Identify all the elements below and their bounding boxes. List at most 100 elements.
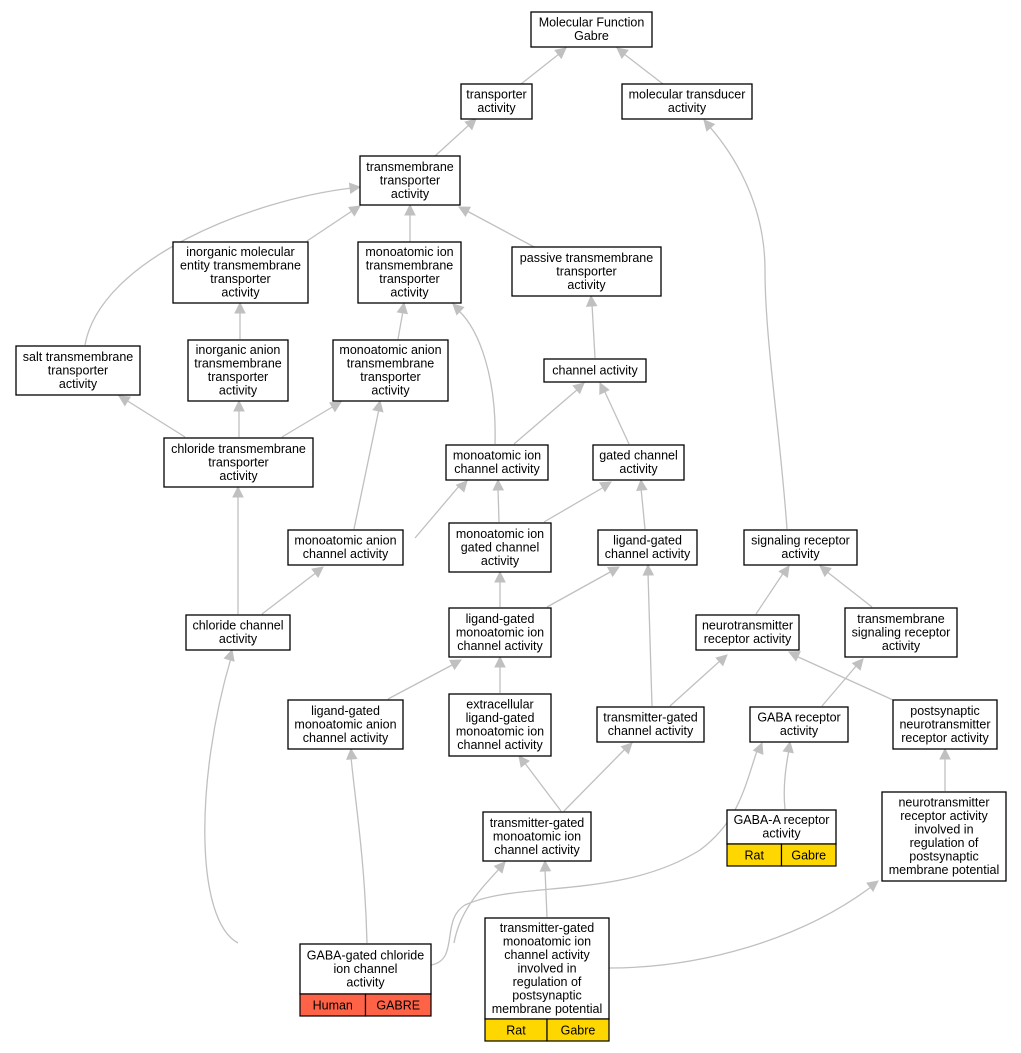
node-label-line: inorganic molecular bbox=[186, 245, 294, 259]
node-label-line: channel activity bbox=[605, 547, 691, 561]
node-label-line: transporter bbox=[210, 272, 270, 286]
arrowhead-icon bbox=[348, 205, 361, 217]
node-label-line: activity bbox=[762, 827, 801, 841]
arrowhead-icon bbox=[455, 480, 468, 493]
node-label-line: chloride transmembrane bbox=[171, 442, 306, 456]
node-label-line: transmembrane bbox=[366, 160, 454, 174]
node-box bbox=[543, 358, 647, 383]
node-label-line: channel activity bbox=[457, 639, 543, 653]
edge-connector bbox=[787, 651, 894, 701]
edge-line bbox=[125, 399, 186, 438]
arrowhead-icon bbox=[311, 566, 324, 579]
edge-line bbox=[825, 570, 873, 608]
node-box bbox=[287, 699, 404, 750]
arrowhead-icon bbox=[404, 203, 416, 216]
edge-connector bbox=[669, 654, 728, 707]
node-label-line: transmitter-gated bbox=[603, 711, 698, 725]
node-label-line: transmembrane bbox=[194, 357, 282, 371]
arrowhead-icon bbox=[866, 880, 879, 892]
node-box bbox=[511, 246, 662, 297]
arrowhead-icon bbox=[234, 301, 246, 314]
arrowhead-icon bbox=[778, 565, 790, 578]
edge-line bbox=[669, 659, 722, 707]
node-label-line: GABA-gated chloride bbox=[307, 948, 424, 962]
node-label-line: transmitter-gated bbox=[490, 816, 585, 830]
node-label-line: activity bbox=[481, 554, 520, 568]
node-box bbox=[448, 522, 552, 573]
node-box bbox=[596, 706, 705, 743]
arrowhead-icon bbox=[449, 659, 462, 671]
go-term-node-chloridetmt[interactable]: chloride transmembranetransporteractivit… bbox=[163, 437, 314, 488]
node-label-line: transmembrane bbox=[347, 357, 435, 371]
node-label-line: GABA receptor bbox=[757, 711, 840, 725]
edge-connector bbox=[703, 119, 788, 530]
arrowhead-icon bbox=[939, 747, 951, 760]
edge-connector bbox=[306, 205, 361, 242]
node-label-line: receptor activity bbox=[900, 809, 988, 823]
edge-connector bbox=[642, 563, 655, 707]
arrowhead-icon bbox=[458, 206, 471, 218]
node-box bbox=[287, 529, 404, 566]
edge-line bbox=[563, 747, 627, 812]
arrowhead-icon bbox=[452, 303, 465, 316]
node-label-line: activity bbox=[59, 377, 98, 391]
node-box bbox=[172, 241, 309, 304]
arrowhead-icon bbox=[715, 654, 728, 667]
node-box bbox=[359, 155, 461, 206]
arrowhead-icon bbox=[616, 47, 629, 60]
edge-line bbox=[84, 187, 353, 346]
node-label-line: channel activity bbox=[494, 843, 580, 857]
node-label-line: transmembrane bbox=[366, 259, 454, 273]
node-label-line: channel activity bbox=[303, 731, 389, 745]
node-label-line: channel activity bbox=[454, 462, 540, 476]
node-label-line: transporter bbox=[466, 88, 526, 102]
gene-label: Gabre bbox=[791, 849, 826, 863]
node-label-line: postsynaptic bbox=[909, 850, 978, 864]
node-label-line: activity bbox=[477, 101, 516, 115]
arrowhead-icon bbox=[752, 741, 764, 755]
node-box bbox=[460, 83, 533, 120]
node-label-line: channel activity bbox=[457, 738, 543, 752]
go-term-node-channel[interactable]: channel activity bbox=[543, 358, 647, 383]
edge-connector bbox=[513, 382, 585, 445]
go-term-node-monoion[interactable]: monoatomic iontransmembranetransporterac… bbox=[357, 241, 462, 304]
edge-connector bbox=[494, 570, 506, 607]
go-term-node-monoanion[interactable]: monoatomic aniontransmembranetransporter… bbox=[332, 339, 449, 402]
edge-connector bbox=[821, 658, 864, 707]
node-label-line: gated channel bbox=[599, 449, 678, 463]
species-label: Human bbox=[313, 999, 353, 1013]
node-box bbox=[749, 706, 849, 743]
node-box bbox=[185, 614, 291, 651]
go-term-node-inorganion[interactable]: inorganic aniontransmembranetransportera… bbox=[187, 339, 289, 402]
edge-connector bbox=[782, 740, 794, 810]
edge-line bbox=[397, 310, 404, 340]
node-label-line: neurotransmitter bbox=[899, 717, 990, 731]
